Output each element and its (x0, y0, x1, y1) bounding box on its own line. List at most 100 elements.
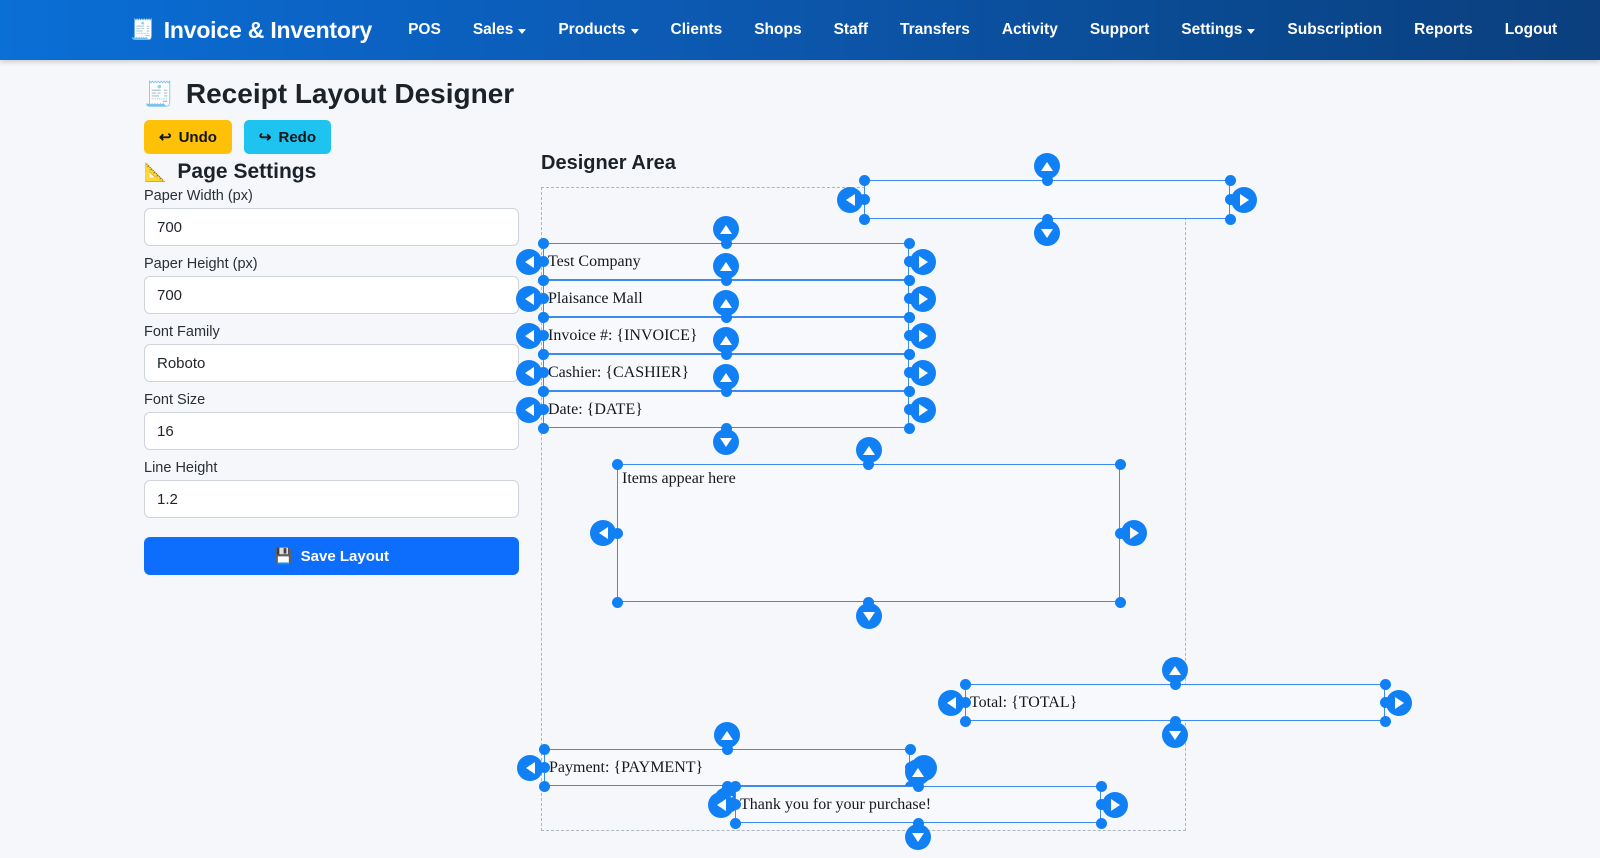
shop-name-resize-handle-u[interactable] (713, 253, 739, 279)
date-anchor-dot[interactable] (903, 404, 915, 415)
save-layout-button[interactable]: 💾Save Layout (144, 537, 519, 575)
header-block-anchor-dot[interactable] (1224, 194, 1236, 205)
company-name-resize-handle-u[interactable] (713, 216, 739, 242)
items-table-anchor-dot[interactable] (611, 527, 623, 539)
shop-name-anchor-dot[interactable] (903, 293, 915, 304)
date-resize-handle-u[interactable] (713, 364, 739, 390)
footer-message-anchor-dot[interactable] (1095, 817, 1107, 829)
date-resize-handle-l[interactable] (516, 396, 542, 423)
nav-item-staff[interactable]: Staff (818, 15, 884, 45)
cashier-resize-handle-r[interactable] (910, 359, 936, 386)
nav-item-pos[interactable]: POS (392, 15, 457, 45)
date-anchor-dot[interactable] (903, 422, 915, 434)
paper-width-input[interactable] (144, 208, 519, 246)
footer-message-resize-handle-d[interactable] (905, 824, 931, 850)
items-table-resize-handle-u[interactable] (855, 437, 882, 463)
total-resize-handle-u[interactable] (1162, 657, 1188, 683)
invoice-number-anchor-dot[interactable] (903, 330, 915, 341)
items-table-resize-handle-l[interactable] (590, 520, 616, 546)
receipt-element-header-block[interactable] (864, 180, 1230, 219)
date-anchor-dot[interactable] (903, 385, 915, 397)
header-block-resize-handle-d[interactable] (1034, 220, 1060, 246)
shop-name-anchor-dot[interactable] (537, 293, 549, 304)
nav-item-settings[interactable]: Settings (1165, 15, 1271, 45)
nav-item-transfers[interactable]: Transfers (884, 15, 986, 45)
company-name-resize-handle-r[interactable] (910, 248, 936, 275)
total-resize-handle-l[interactable] (938, 689, 964, 716)
receipt-element-date[interactable]: Date: {DATE} (543, 391, 909, 428)
brand[interactable]: 🧾 Invoice & Inventory (130, 17, 372, 44)
total-resize-handle-r[interactable] (1386, 689, 1412, 716)
total-anchor-dot[interactable] (1169, 678, 1181, 690)
cashier-anchor-dot[interactable] (720, 348, 732, 360)
header-block-resize-handle-l[interactable] (837, 186, 863, 213)
footer-message-anchor-dot[interactable] (729, 799, 741, 810)
payment-anchor-dot[interactable] (538, 780, 550, 792)
receipt-element-items-table[interactable]: Items appear here (617, 464, 1120, 602)
footer-message-resize-handle-r[interactable] (1102, 791, 1128, 818)
cashier-anchor-dot[interactable] (537, 367, 549, 378)
paper-height-input[interactable] (144, 276, 519, 314)
date-anchor-dot[interactable] (537, 385, 549, 397)
company-name-anchor-dot[interactable] (903, 256, 915, 267)
shop-name-resize-handle-r[interactable] (910, 285, 936, 312)
total-resize-handle-d[interactable] (1162, 722, 1188, 748)
nav-item-clients[interactable]: Clients (655, 15, 739, 45)
items-table-anchor-dot[interactable] (863, 458, 874, 470)
undo-button[interactable]: ↩ Undo (144, 120, 232, 154)
nav-item-sales[interactable]: Sales (457, 15, 543, 45)
total-anchor-dot[interactable] (959, 697, 971, 708)
header-block-anchor-dot[interactable] (1041, 213, 1053, 225)
header-block-anchor-dot[interactable] (1224, 174, 1236, 186)
redo-button[interactable]: ↪ Redo (243, 120, 331, 154)
header-block-anchor-dot[interactable] (858, 194, 870, 205)
footer-message-anchor-dot[interactable] (1095, 799, 1107, 810)
items-table-anchor-dot[interactable] (863, 596, 874, 608)
nav-item-support[interactable]: Support (1074, 15, 1165, 45)
date-anchor-dot[interactable] (720, 385, 732, 397)
date-resize-handle-r[interactable] (910, 396, 936, 423)
header-block-resize-handle-u[interactable] (1034, 153, 1060, 179)
company-name-resize-handle-l[interactable] (516, 248, 542, 275)
items-table-anchor-dot[interactable] (611, 596, 623, 608)
total-anchor-dot[interactable] (1379, 715, 1391, 727)
total-anchor-dot[interactable] (959, 715, 971, 727)
nav-item-products[interactable]: Products (542, 15, 654, 45)
nav-item-reports[interactable]: Reports (1398, 15, 1489, 45)
payment-anchor-dot[interactable] (721, 780, 733, 792)
total-anchor-dot[interactable] (1169, 715, 1181, 727)
payment-anchor-dot[interactable] (538, 743, 550, 755)
company-name-anchor-dot[interactable] (537, 237, 549, 249)
total-anchor-dot[interactable] (1379, 697, 1391, 708)
cashier-resize-handle-l[interactable] (516, 359, 542, 386)
cashier-anchor-dot[interactable] (537, 348, 549, 360)
shop-name-resize-handle-l[interactable] (516, 285, 542, 312)
company-name-anchor-dot[interactable] (537, 256, 549, 267)
header-block-anchor-dot[interactable] (1224, 213, 1236, 225)
shop-name-anchor-dot[interactable] (537, 274, 549, 286)
designer-canvas[interactable] (541, 187, 1186, 831)
nav-item-shops[interactable]: Shops (738, 15, 817, 45)
total-anchor-dot[interactable] (1379, 678, 1391, 690)
invoice-number-anchor-dot[interactable] (903, 311, 915, 323)
shop-name-anchor-dot[interactable] (720, 274, 732, 286)
payment-resize-handle-u[interactable] (714, 722, 740, 748)
items-table-anchor-dot[interactable] (1114, 458, 1126, 470)
cashier-anchor-dot[interactable] (903, 348, 915, 360)
footer-message-resize-handle-u[interactable] (905, 759, 931, 785)
payment-resize-handle-l[interactable] (517, 754, 543, 781)
footer-message-anchor-dot[interactable] (912, 780, 924, 792)
header-block-anchor-dot[interactable] (858, 213, 870, 225)
cashier-resize-handle-u[interactable] (713, 327, 739, 353)
items-table-resize-handle-d[interactable] (855, 603, 882, 629)
payment-anchor-dot[interactable] (538, 762, 550, 773)
payment-anchor-dot[interactable] (904, 743, 916, 755)
invoice-number-anchor-dot[interactable] (537, 330, 549, 341)
items-table-anchor-dot[interactable] (1114, 527, 1126, 539)
header-block-anchor-dot[interactable] (858, 174, 870, 186)
line-height-input[interactable] (144, 480, 519, 518)
shop-name-anchor-dot[interactable] (903, 274, 915, 286)
date-anchor-dot[interactable] (720, 422, 732, 434)
footer-message-resize-handle-l[interactable] (708, 791, 734, 818)
company-name-anchor-dot[interactable] (903, 237, 915, 249)
